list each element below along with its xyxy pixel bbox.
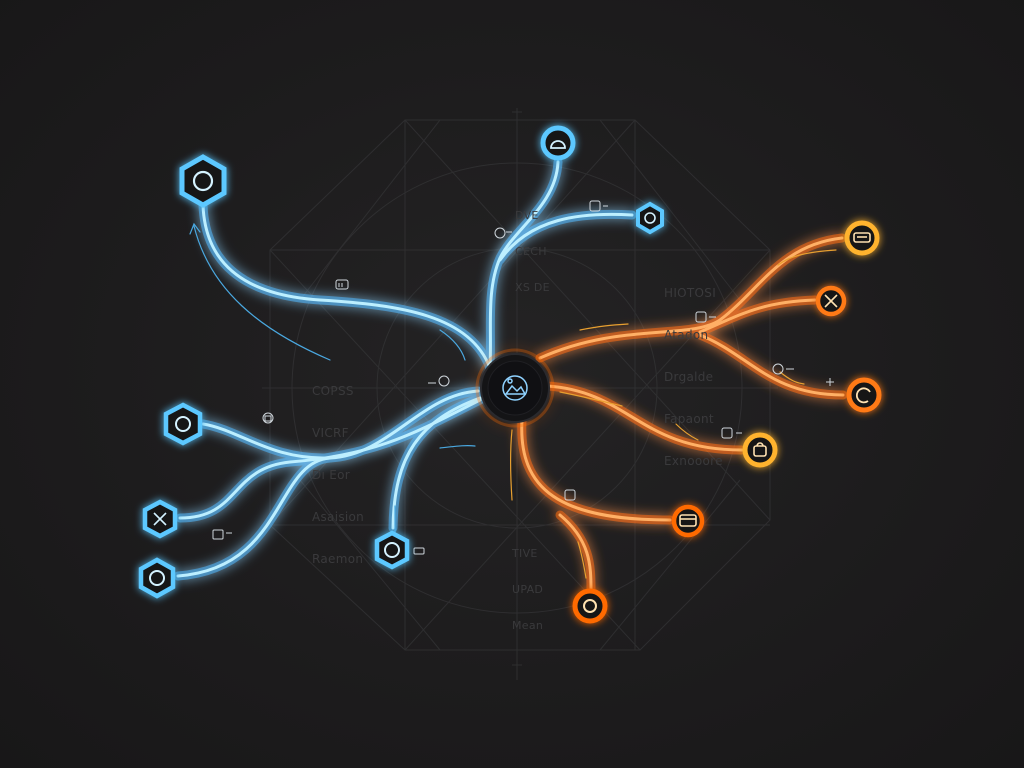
grid-ring <box>291 162 743 614</box>
faint-label: UPAD <box>512 583 544 596</box>
thin-arrow-amber <box>577 541 587 579</box>
faint-label-block-top: DVE CECH XS DE <box>515 186 550 318</box>
faint-label: Asaision <box>312 510 365 524</box>
orange-node-right-upper[interactable] <box>815 285 847 317</box>
eye-icon <box>428 375 450 387</box>
orange-link-right-lower <box>546 384 744 452</box>
sync-icon <box>721 427 742 439</box>
faint-label-block-left: COPSS VICRF Dı Eor Asaision Raemon <box>312 356 364 594</box>
document-icon <box>589 200 608 212</box>
bag-icon <box>753 442 767 457</box>
grid-diagonal <box>299 479 441 651</box>
blue-link-bottom <box>391 396 482 530</box>
grid-diagonal <box>599 479 741 651</box>
grid-diagonal <box>404 119 771 521</box>
thin-arrow-blue <box>439 445 476 449</box>
blue-node-lower-left[interactable] <box>142 499 178 539</box>
faint-label: Mean <box>512 619 544 632</box>
orange-link-middle <box>520 418 672 522</box>
faint-label: Dı Eor <box>312 468 351 482</box>
orange-node-right-lower[interactable] <box>742 432 778 468</box>
cross-arrows-icon <box>153 512 167 526</box>
faint-label-block-bottom: TIVE UPAD Mean <box>512 524 543 656</box>
refresh-icon <box>855 387 871 404</box>
thin-arrow-blue-head <box>189 222 201 235</box>
orange-link-middle-glow <box>517 415 675 525</box>
faint-label: TIVE <box>512 547 538 560</box>
faint-label: Atadon <box>664 328 709 342</box>
thin-arrow-amber <box>779 371 805 385</box>
blue-node-bottom-left[interactable] <box>138 557 176 599</box>
orange-node-group <box>572 220 882 624</box>
circle-icon <box>175 416 191 432</box>
battery-icon <box>335 279 349 290</box>
faint-label: Drgalde <box>664 370 714 384</box>
blue-link-bottom-left <box>176 456 332 578</box>
plus-icon <box>826 378 834 386</box>
stats-icon <box>212 529 232 540</box>
faint-label: Raemon <box>312 552 364 566</box>
circle-icon <box>583 599 597 613</box>
circle-icon <box>192 170 214 192</box>
thin-arrow-amber <box>777 249 837 266</box>
list-icon <box>695 311 716 323</box>
orange-node-middle[interactable] <box>671 504 705 538</box>
faint-label-block-right: HIOTOSI Atadon Drgalde Fapaont Exnooore <box>664 258 723 496</box>
thin-arrow-amber <box>675 423 699 441</box>
orange-link-bottom <box>558 513 593 592</box>
box-icon <box>564 489 576 501</box>
dome-icon <box>550 140 566 149</box>
orange-node-top-right[interactable] <box>844 220 880 256</box>
faint-label: Fapaont <box>664 412 714 426</box>
blue-node-left[interactable] <box>163 402 203 446</box>
car-icon <box>853 232 871 243</box>
orange-link-top-right <box>538 236 844 360</box>
grid-diagonal <box>269 249 641 651</box>
orange-node-bottom[interactable] <box>572 588 608 624</box>
thin-arrow-blue <box>439 329 466 361</box>
faint-label: COPSS <box>312 384 354 398</box>
blue-link-top-left <box>201 203 492 370</box>
faint-label: XS DE <box>515 281 550 294</box>
blue-node-bottom[interactable] <box>374 530 410 570</box>
blue-link-top-left-glow <box>198 200 495 373</box>
thin-arrow-amber <box>509 429 513 501</box>
orange-node-right[interactable] <box>846 377 882 413</box>
faint-label: HIOTOSI <box>664 286 717 300</box>
grid-diagonal <box>599 119 741 301</box>
thin-arrow-amber <box>579 323 629 331</box>
gauge-icon <box>772 363 794 375</box>
blue-node-top-left[interactable] <box>179 154 227 208</box>
blue-link-top-right <box>498 212 634 262</box>
blue-node-top[interactable] <box>540 125 576 161</box>
circle-icon <box>149 570 165 586</box>
signal-icon <box>413 547 425 555</box>
tools-icon <box>824 294 838 308</box>
chat-icon <box>494 227 512 239</box>
image-icon <box>502 375 528 401</box>
orange-link-right-upper <box>698 298 817 334</box>
faint-label: Exnooore <box>664 454 723 468</box>
central-hub[interactable] <box>475 348 555 428</box>
circle-icon <box>384 542 400 558</box>
thin-arrow-blue <box>193 225 331 361</box>
faint-label: CECH <box>515 245 547 258</box>
lock-icon <box>262 412 274 424</box>
orange-connections <box>517 233 848 595</box>
circle-icon <box>644 212 656 224</box>
blue-node-top-right[interactable] <box>636 201 664 235</box>
faint-label: VICRF <box>312 426 349 440</box>
blue-node-group <box>138 125 664 599</box>
faint-label: DVE <box>515 209 539 222</box>
grid-ring <box>376 247 658 529</box>
orange-link-right <box>698 333 845 397</box>
thin-arrow-amber <box>559 391 623 407</box>
card-icon <box>679 514 697 527</box>
mini-icons <box>212 200 834 555</box>
blue-connections <box>173 157 637 581</box>
grid-diagonal <box>299 119 441 301</box>
